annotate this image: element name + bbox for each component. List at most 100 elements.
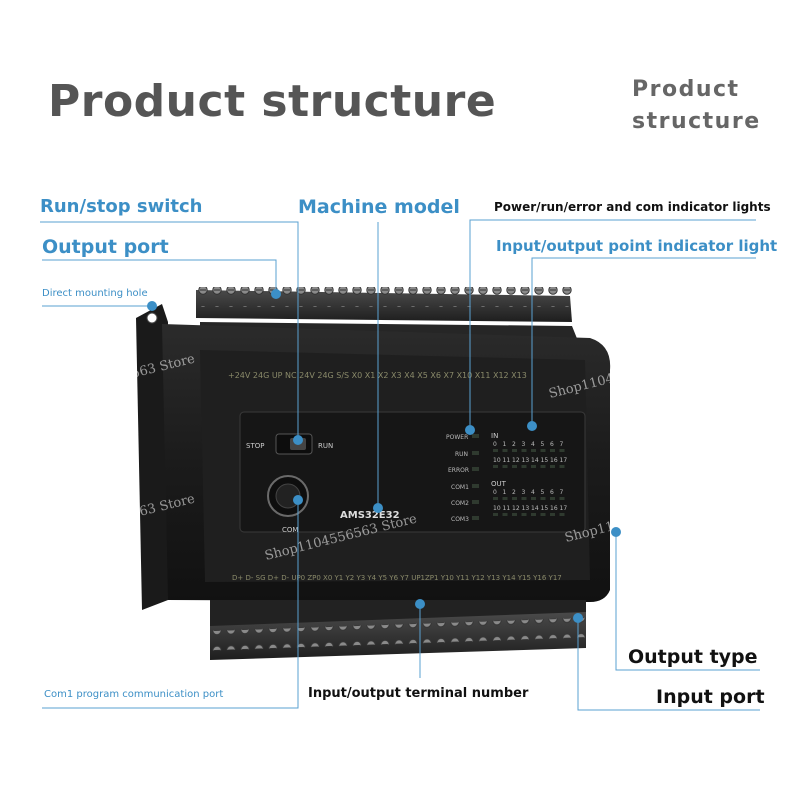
out-point-label: 10 (493, 505, 501, 512)
out-point-led (502, 513, 508, 516)
in-point-label: 5 (541, 441, 545, 448)
line-input-port (577, 618, 760, 711)
in-point-led (540, 465, 546, 468)
model-text: AMS32E32 (340, 510, 400, 521)
label-output-type: Output type (628, 646, 758, 668)
out-point-label: 0 (493, 489, 497, 496)
run-label: RUN (318, 442, 333, 450)
led-label-com2: COM2 (451, 500, 469, 507)
out-point-led (531, 513, 536, 516)
in-point-led (521, 449, 527, 452)
led-com2 (472, 500, 479, 504)
label-output-port-top: Output port (42, 236, 169, 258)
out-label: OUT (491, 480, 507, 488)
label-input-port: Input port (656, 686, 765, 708)
out-point-led (521, 497, 527, 500)
in-point-led (550, 465, 555, 468)
in-point-led (512, 465, 517, 468)
label-indicator-lights: Power/run/error and com indicator lights (494, 200, 771, 214)
out-point-led (540, 513, 546, 516)
out-point-led (550, 513, 555, 516)
label-com1-port: Com1 program communication port (44, 689, 224, 700)
in-point-label: 15 (541, 457, 549, 464)
in-point-label: 7 (560, 441, 564, 448)
out-point-label: 13 (522, 505, 530, 512)
led-power (472, 434, 479, 438)
led-label-error: ERROR (448, 467, 469, 474)
out-point-label: 11 (503, 505, 511, 512)
out-point-led (521, 513, 527, 516)
led-error (472, 467, 479, 471)
label-machine-model: Machine model (298, 196, 460, 218)
callout-lines (40, 219, 760, 711)
line-run-stop-switch (40, 221, 299, 440)
line-output-port-top (42, 259, 277, 294)
out-point-label: 3 (522, 489, 526, 496)
mounting-hole (146, 312, 158, 324)
in-point-label: 11 (503, 457, 511, 464)
side-title: Product structure (632, 74, 761, 138)
in-point-label: 4 (531, 441, 535, 448)
com-label: COM (282, 526, 298, 534)
in-point-label: 2 (512, 441, 516, 448)
in-point-label: 3 (522, 441, 526, 448)
bottom-terminal-block (210, 600, 586, 660)
in-point-label: 10 (493, 457, 501, 464)
top-terminal-text: +24V 24G UP NC 24V 24G S/S X0 X1 X2 X3 X… (228, 371, 527, 380)
line-output-type (615, 532, 760, 671)
in-point-led (531, 449, 536, 452)
in-point-led (493, 465, 498, 468)
in-point-label: 17 (560, 457, 568, 464)
dot-mounting-hole (147, 301, 157, 311)
in-point-led (531, 465, 536, 468)
status-leds: POWER RUN ERROR COM1 COM2 COM3 (446, 434, 469, 523)
dot-machine-model (373, 503, 383, 513)
dot-output-type (611, 527, 621, 537)
out-point-led (512, 513, 517, 516)
dot-io-point-indicator (527, 421, 537, 431)
out-point-led (531, 497, 536, 500)
out-point-label: 5 (541, 489, 545, 496)
led-label-com3: COM3 (451, 516, 469, 523)
side-title-line-2: structure (632, 109, 761, 134)
in-point-label: 1 (503, 441, 507, 448)
out-point-led (512, 497, 517, 500)
in-point-label: 6 (550, 441, 554, 448)
display-window (239, 411, 586, 533)
out-point-led (502, 497, 508, 500)
out-point-label: 2 (512, 489, 516, 496)
in-point-led (502, 449, 508, 452)
dot-input-port (573, 613, 583, 623)
stop-label: STOP (246, 442, 264, 450)
dot-output-port (271, 289, 281, 299)
led-label-com1: COM1 (451, 484, 469, 491)
out-point-led (493, 497, 498, 500)
label-direct-mounting-hole: Direct mounting hole (42, 288, 148, 299)
label-run-stop-switch: Run/stop switch (40, 196, 203, 217)
in-point-led (550, 449, 555, 452)
led-label-power: POWER (446, 434, 468, 441)
bottom-terminal-text: D+ D- SG D+ D- UP0 ZP0 X0 Y1 Y2 Y3 Y4 Y5… (232, 574, 562, 582)
in-point-led (540, 449, 546, 452)
in-point-led (559, 465, 565, 468)
out-point-label: 12 (512, 505, 520, 512)
side-title-line-1: Product (632, 77, 740, 102)
in-point-label: 14 (531, 457, 539, 464)
in-point-led (502, 465, 508, 468)
label-io-terminal-number: Input/output terminal number (308, 686, 529, 701)
out-point-led (540, 497, 546, 500)
out-point-label: 1 (503, 489, 507, 496)
dot-run-stop-switch (293, 435, 303, 445)
out-point-led (559, 497, 565, 500)
out-point-led (550, 497, 555, 500)
out-point-label: 6 (550, 489, 554, 496)
led-run (472, 451, 479, 455)
in-point-label: 16 (550, 457, 558, 464)
line-io-point-indicator (531, 257, 756, 426)
dot-com1-port (293, 495, 303, 505)
led-label-run: RUN (455, 451, 468, 458)
out-point-label: 14 (531, 505, 539, 512)
in-point-label: 13 (522, 457, 530, 464)
